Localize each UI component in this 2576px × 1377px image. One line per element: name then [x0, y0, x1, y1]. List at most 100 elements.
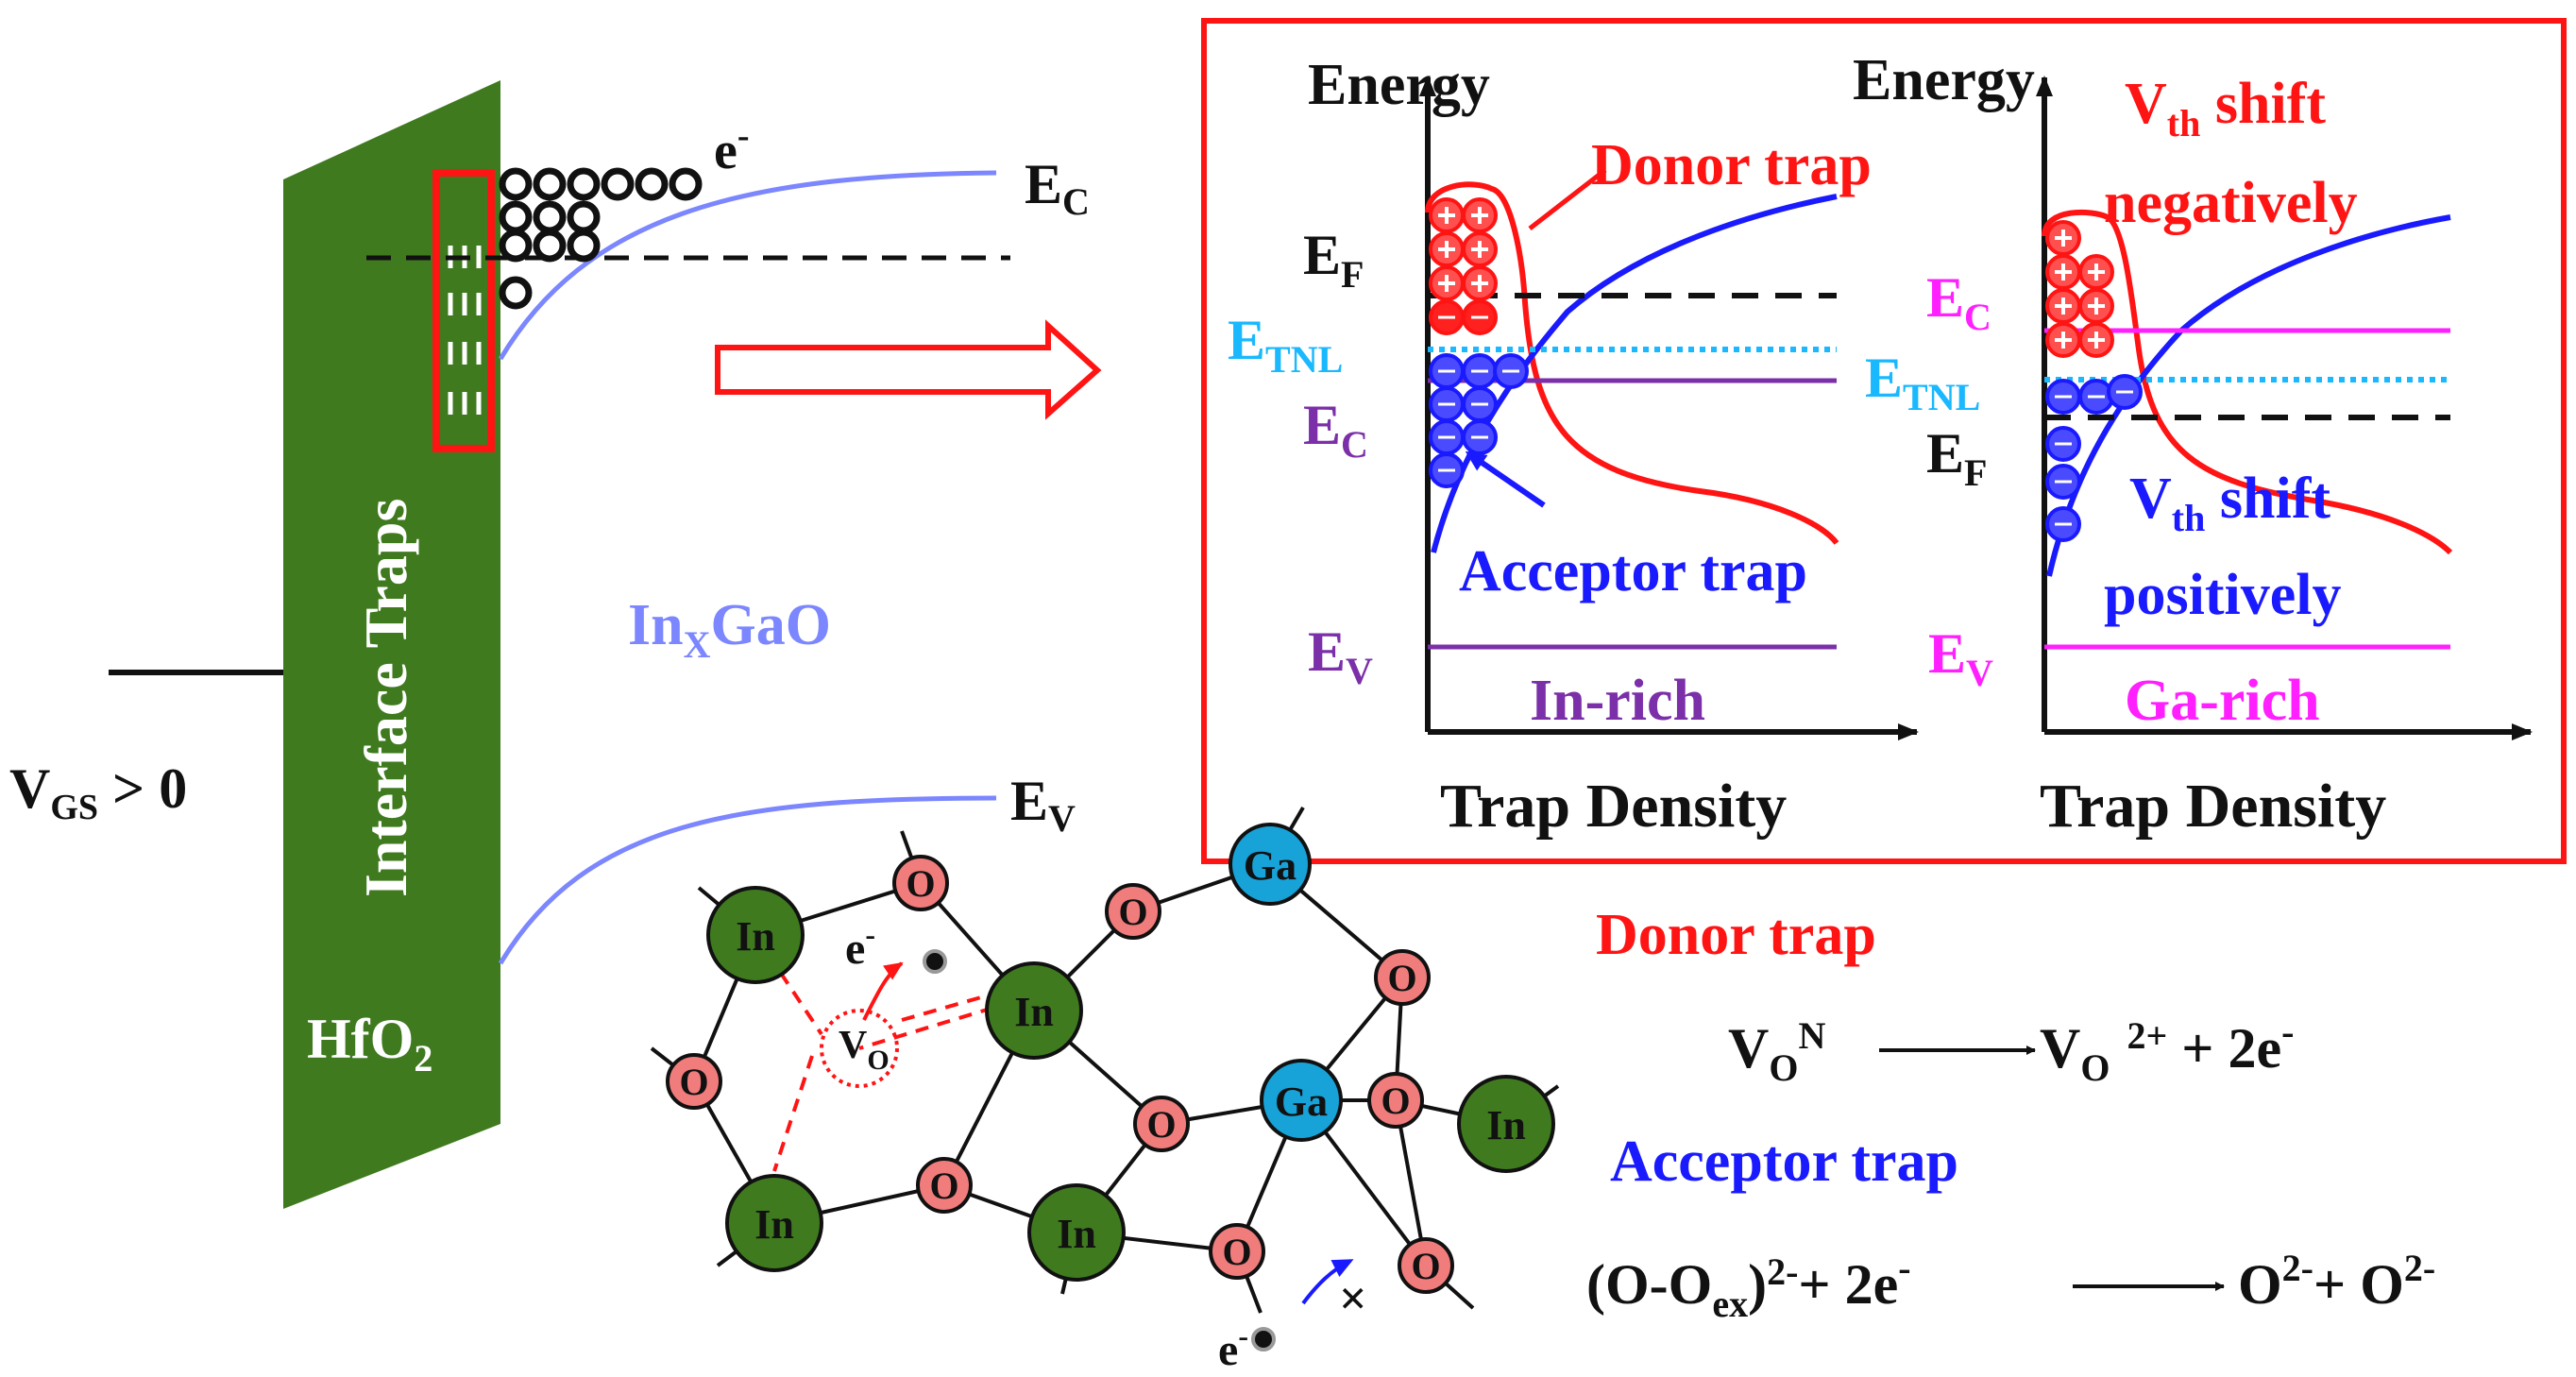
donor-trap-state: [1429, 265, 1465, 301]
svg-text:In: In: [736, 913, 775, 960]
svg-text:O: O: [906, 862, 935, 905]
in-trap-states: [1429, 197, 1529, 488]
in-rich-label: In-rich: [1530, 669, 1705, 733]
in-donor-curve: [1425, 181, 1839, 545]
acceptor-trap-state: [2045, 379, 2081, 415]
acceptor-trap-state: [1462, 386, 1498, 422]
electron: [533, 229, 567, 263]
svg-text:O: O: [1411, 1245, 1440, 1287]
donor-trap-state: [2078, 254, 2114, 290]
svg-text:O: O: [929, 1164, 958, 1207]
electron: [499, 200, 533, 234]
reaction-donor-title: Donor trap: [1596, 903, 1876, 967]
acceptor-trap-state: [1429, 299, 1465, 335]
in-etnl-label: ETNL: [1228, 309, 1343, 381]
electron: [499, 276, 533, 310]
o-atom: O: [1367, 1072, 1424, 1129]
electron: [601, 167, 635, 201]
in-atom: In: [1457, 1075, 1555, 1173]
ga-donor-curve: [2042, 209, 2453, 555]
svg-text:In: In: [1014, 989, 1054, 1035]
donor-trap-state: [2045, 322, 2081, 358]
electron: [669, 167, 703, 201]
in-ev-label: EV: [1308, 620, 1373, 692]
acceptor-trap-state: [2045, 426, 2081, 462]
o-atom: O: [892, 855, 949, 911]
acceptor-trap-state: [1429, 353, 1465, 389]
acceptor-trap-state: [1429, 386, 1465, 422]
ga-ev-label: EV: [1928, 622, 1993, 694]
electron: [533, 200, 567, 234]
trap-reactions: Donor trap VON VO2+ + 2e- Acceptor trap …: [1586, 903, 2435, 1325]
acceptor-trap-state: [1429, 419, 1465, 455]
acceptor-trap-state: [1493, 353, 1529, 389]
inxgao-label: InXGaO: [628, 593, 831, 666]
interface-traps-label: Interface Traps: [352, 499, 419, 897]
ga-vth-positive-label: Vth shift: [2129, 467, 2330, 539]
acceptor-trap-state: [1462, 419, 1498, 455]
donor-reaction: VON: [1728, 1014, 1825, 1089]
svg-text:In: In: [754, 1201, 794, 1248]
o-atom: O: [1133, 1096, 1190, 1152]
svg-text:Ga: Ga: [1275, 1079, 1328, 1125]
valence-band-curve: [498, 795, 997, 965]
reaction-acceptor-title: Acceptor trap: [1610, 1130, 1958, 1194]
vo-label: VO: [839, 1024, 890, 1076]
ga-trap-states: [2045, 220, 2143, 542]
lattice-electron2-dot: [1251, 1327, 1276, 1352]
donor-trap-state: [1462, 231, 1498, 267]
oxygen-vacancy: [820, 1009, 899, 1088]
donor-trap-state: [1429, 197, 1465, 233]
svg-text:O: O: [1146, 1103, 1176, 1146]
donor-trap-state: [2045, 288, 2081, 324]
ga-trap-density-label: Trap Density: [2040, 772, 2386, 841]
svg-text:In: In: [1486, 1102, 1526, 1148]
in-acceptor-pointer: [1465, 450, 1546, 508]
ga-ef-label: EF: [1926, 422, 1987, 494]
ev-label: EV: [1010, 770, 1076, 840]
acceptor-trap-state: [1462, 299, 1498, 335]
ga-ec-label: EC: [1926, 266, 1991, 338]
panel-in-rich: Energy Donor trap EF ETNL EC EV Acceptor…: [1228, 53, 1919, 841]
trap-panels-frame: [1201, 18, 2567, 864]
in-acceptor-trap-label: Acceptor trap: [1459, 539, 1807, 604]
lattice-electron-label: e-: [845, 917, 875, 974]
in-trap-density-label: Trap Density: [1440, 772, 1787, 841]
in-atom: In: [725, 1174, 823, 1272]
ec-label: EC: [1025, 153, 1090, 223]
electron-capture-arrow: [1301, 1259, 1354, 1305]
donor-trap-state: [2078, 322, 2114, 358]
electron: [533, 167, 567, 201]
donor-trap-state: [1462, 197, 1498, 233]
hfo2-label: HfO2: [307, 1008, 432, 1080]
ga-energy-label: Energy: [1853, 48, 2035, 112]
electron: [499, 167, 533, 201]
electron: [567, 229, 601, 263]
svg-text:O: O: [1222, 1231, 1251, 1273]
lattice-electron-dot: [923, 949, 947, 974]
svg-text:O: O: [1118, 891, 1147, 933]
in-donor-trap-label: Donor trap: [1591, 133, 1872, 197]
electron-release-arrow: [862, 961, 904, 1021]
interface-trap-box: [432, 169, 495, 452]
acceptor-trap-state: [2107, 374, 2143, 410]
o-atom: O: [1209, 1223, 1265, 1280]
ga-vth-negative-line2: negatively: [2104, 171, 2358, 235]
electron-label: e-: [714, 116, 750, 180]
acceptor-reaction-product: O2-+ O2-: [2238, 1247, 2435, 1316]
vgs-label: VGS > 0: [9, 757, 187, 827]
lattice-electron2-label: e-: [1218, 1318, 1248, 1372]
o-atom: O: [1105, 883, 1161, 940]
in-acceptor-curve: [1431, 194, 1838, 553]
donor-trap-state: [2045, 254, 2081, 290]
cross-mark: ×: [1339, 1272, 1367, 1326]
electron: [567, 167, 601, 201]
acceptor-trap-state: [1462, 353, 1498, 389]
transition-arrow: [715, 319, 1102, 420]
acceptor-trap-state: [2045, 506, 2081, 542]
electron: [635, 167, 669, 201]
o-atom: O: [666, 1053, 722, 1110]
